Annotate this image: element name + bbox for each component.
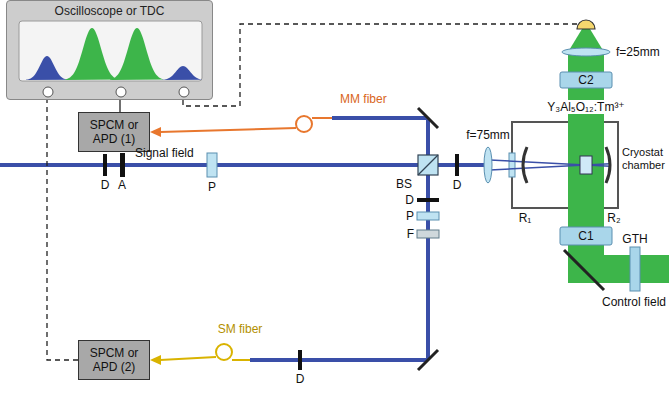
cavity-mirror: [523, 147, 527, 183]
box-text-group: SPCM or APD (1): [82, 118, 146, 146]
part-name: GTH: [622, 232, 647, 246]
fiber-name: SM fiber: [218, 322, 263, 336]
part-name: A: [118, 178, 126, 192]
part-name: D: [405, 193, 414, 207]
signal-cable: [47, 100, 78, 360]
filter: [417, 230, 439, 238]
cavity-mirror: [606, 147, 610, 183]
filter-plate: [560, 227, 612, 245]
attenuator: [120, 153, 125, 177]
lens-focal-length: f=25mm: [616, 45, 660, 59]
mirror: [564, 250, 604, 290]
signal-peak: [162, 66, 204, 80]
box-text-group: SPCM or APD (2): [82, 346, 146, 374]
part-name: F: [407, 227, 414, 241]
cryostat-window: [509, 153, 515, 177]
part-name: D: [296, 372, 305, 386]
input-connector: [179, 87, 189, 97]
box-label: SPCM or APD (1): [82, 118, 146, 146]
crystal-name: Y₃Al₅O₁₂:Tm³⁺: [545, 100, 626, 114]
mirror-name: R₁: [519, 211, 532, 225]
oscilloscope-panel: Oscilloscope or TDC: [6, 0, 213, 100]
single-mode-fiber: [216, 344, 232, 360]
lens: [562, 48, 610, 56]
input-connector: [43, 87, 53, 97]
diaphragm: [455, 154, 459, 176]
fiber-arrow: [150, 127, 161, 137]
lens-focal-length: f=75mm: [466, 128, 510, 142]
beam-name: Signal field: [135, 146, 194, 160]
single-mode-fiber: [160, 357, 216, 360]
plate-name: C2: [578, 73, 593, 87]
signal-peak: [110, 28, 164, 80]
signal-beam: [250, 358, 428, 362]
signal-peak: [26, 56, 68, 80]
crystal: [580, 156, 592, 174]
photodetector: [577, 20, 595, 29]
multimode-fiber: [312, 117, 332, 119]
part-name: D: [101, 178, 110, 192]
polarizer: [417, 212, 439, 220]
diaphragm: [417, 198, 439, 202]
beam-splitter: [418, 155, 438, 175]
part-name: P: [406, 209, 414, 223]
signal-beam: [426, 175, 430, 360]
polarizer: [207, 153, 217, 177]
chamber-name: Cryostat chamber: [622, 146, 669, 172]
lens: [484, 147, 492, 183]
signal-beam: [0, 163, 488, 167]
single-mode-fiber: [232, 359, 250, 361]
multimode-fiber: [160, 128, 296, 132]
polarizer-plate: [630, 247, 640, 291]
plate-name: C1: [578, 229, 593, 243]
multimode-fiber: [296, 116, 312, 132]
part-name: D: [453, 178, 462, 192]
mirror: [418, 350, 438, 370]
beam-splitter: [418, 155, 438, 175]
detector-box: SPCM or APD (2): [78, 340, 150, 380]
diaphragm: [298, 350, 302, 370]
signal-beam: [426, 118, 430, 155]
part-name: P: [208, 180, 216, 194]
beam-name: Control field: [602, 295, 666, 309]
diaphragm: [103, 154, 107, 176]
signal-peak: [65, 28, 119, 80]
mirror-name: R₂: [607, 211, 620, 225]
box-label: Oscilloscope or TDC: [7, 4, 212, 18]
box-text-group: Oscilloscope or TDC: [7, 4, 212, 18]
filter-plate: [560, 72, 612, 88]
fiber-arrow: [150, 355, 161, 365]
mirror: [418, 108, 438, 128]
fiber-name: MM fiber: [340, 92, 387, 106]
box-label: SPCM or APD (2): [82, 346, 146, 374]
signal-cable: [119, 100, 120, 112]
signal-beam: [332, 116, 428, 120]
detector-wire: [183, 24, 577, 106]
part-name: BS: [396, 177, 412, 191]
input-connector: [116, 87, 126, 97]
screen: [19, 21, 202, 81]
